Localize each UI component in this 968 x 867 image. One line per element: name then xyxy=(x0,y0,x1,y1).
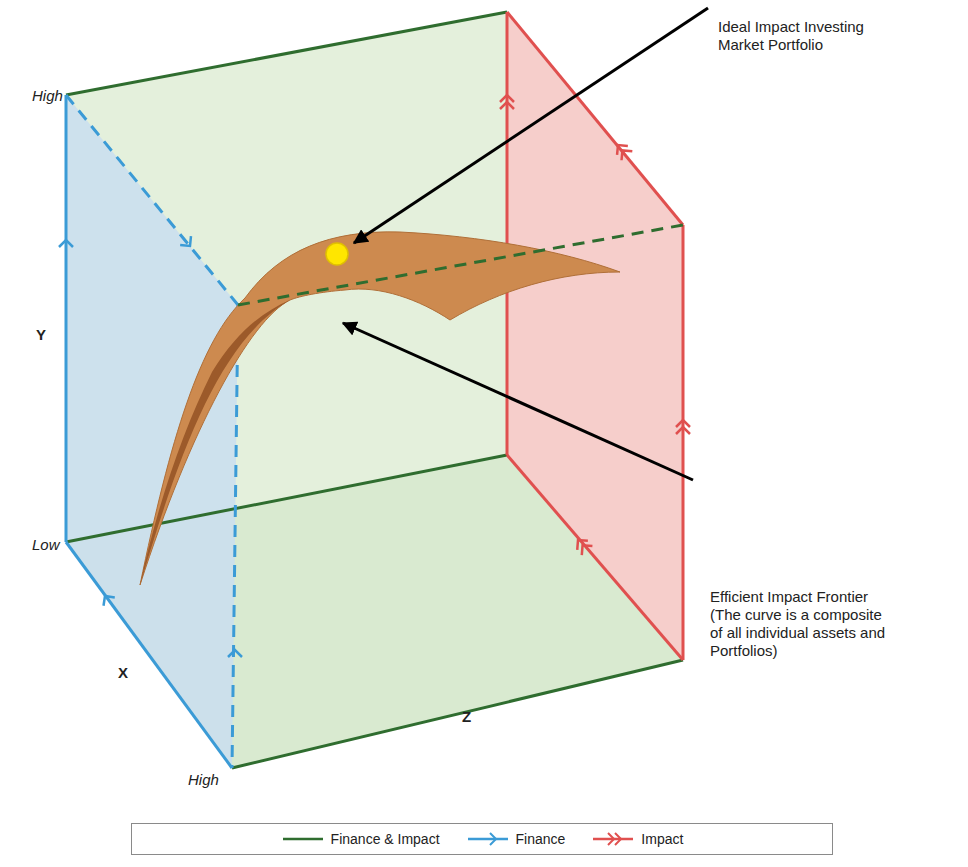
portfolio-dot xyxy=(326,243,348,265)
legend-text: Impact xyxy=(641,831,683,847)
axis-end-label: Low xyxy=(32,536,60,554)
impact-edges xyxy=(507,12,683,660)
impact-arrows xyxy=(500,95,690,555)
finance-impact-edge xyxy=(238,225,683,305)
axis-name: X xyxy=(118,664,128,682)
leader-arrow xyxy=(343,323,693,480)
finance-face xyxy=(66,95,238,768)
callout-label: Efficient Impact Frontier (The curve is … xyxy=(710,588,894,660)
legend-item: Impact xyxy=(591,831,683,847)
legend-item: Finance xyxy=(466,831,566,847)
legend-box: Finance & Impact Finance Impact xyxy=(131,823,833,855)
legend-text: Finance & Impact xyxy=(331,831,440,847)
legend-sample xyxy=(591,831,635,847)
impact-face xyxy=(507,12,683,660)
legend-item: Finance & Impact xyxy=(281,831,440,847)
leader-arrow xyxy=(354,8,708,243)
legend-text: Finance xyxy=(516,831,566,847)
axis-name: Y xyxy=(36,326,46,344)
callout-label: Ideal Impact Investing Market Portfolio xyxy=(718,18,893,54)
frontier-underside xyxy=(140,300,290,585)
finance-edges xyxy=(66,95,238,768)
legend-sample xyxy=(466,831,510,847)
legend-sample xyxy=(281,831,325,847)
axis-end-label: High xyxy=(188,771,219,789)
finance-impact-edges xyxy=(66,12,683,768)
frontier-surface xyxy=(140,232,620,585)
finance-arrows xyxy=(59,236,242,657)
axis-end-label: High xyxy=(32,87,63,105)
axis-name: Z xyxy=(462,708,471,726)
